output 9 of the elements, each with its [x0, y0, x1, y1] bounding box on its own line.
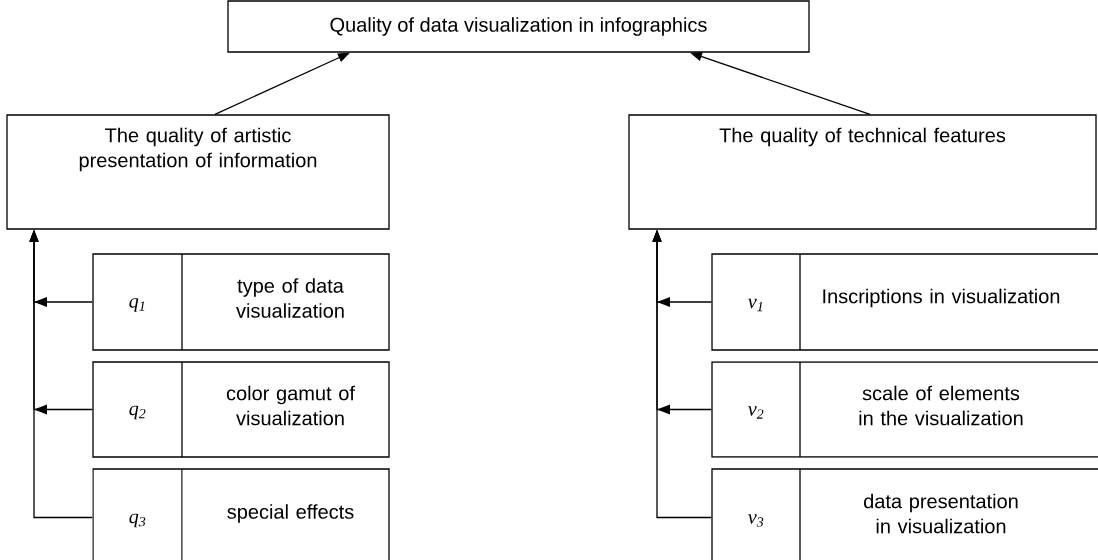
item-box: v$_{2}$ scale of elements in the visualization	[711, 361, 1098, 458]
category-box: The quality of technical features	[628, 114, 1097, 230]
item-box: q$_{3}$ special effects	[92, 468, 390, 560]
item-box: v$_{1}$ Inscriptions in visualization	[711, 253, 1098, 351]
category-box: The quality of artistic presentation of information	[6, 114, 390, 230]
item-box: q$_{2}$ color gamut of visualization	[92, 361, 390, 458]
item-box: v$_{3}$ data presentation in visualization	[711, 468, 1098, 560]
title-box: Quality of data visualization in infographics	[227, 0, 810, 53]
item-box: q$_{1}$ type of data visualization	[92, 253, 390, 351]
